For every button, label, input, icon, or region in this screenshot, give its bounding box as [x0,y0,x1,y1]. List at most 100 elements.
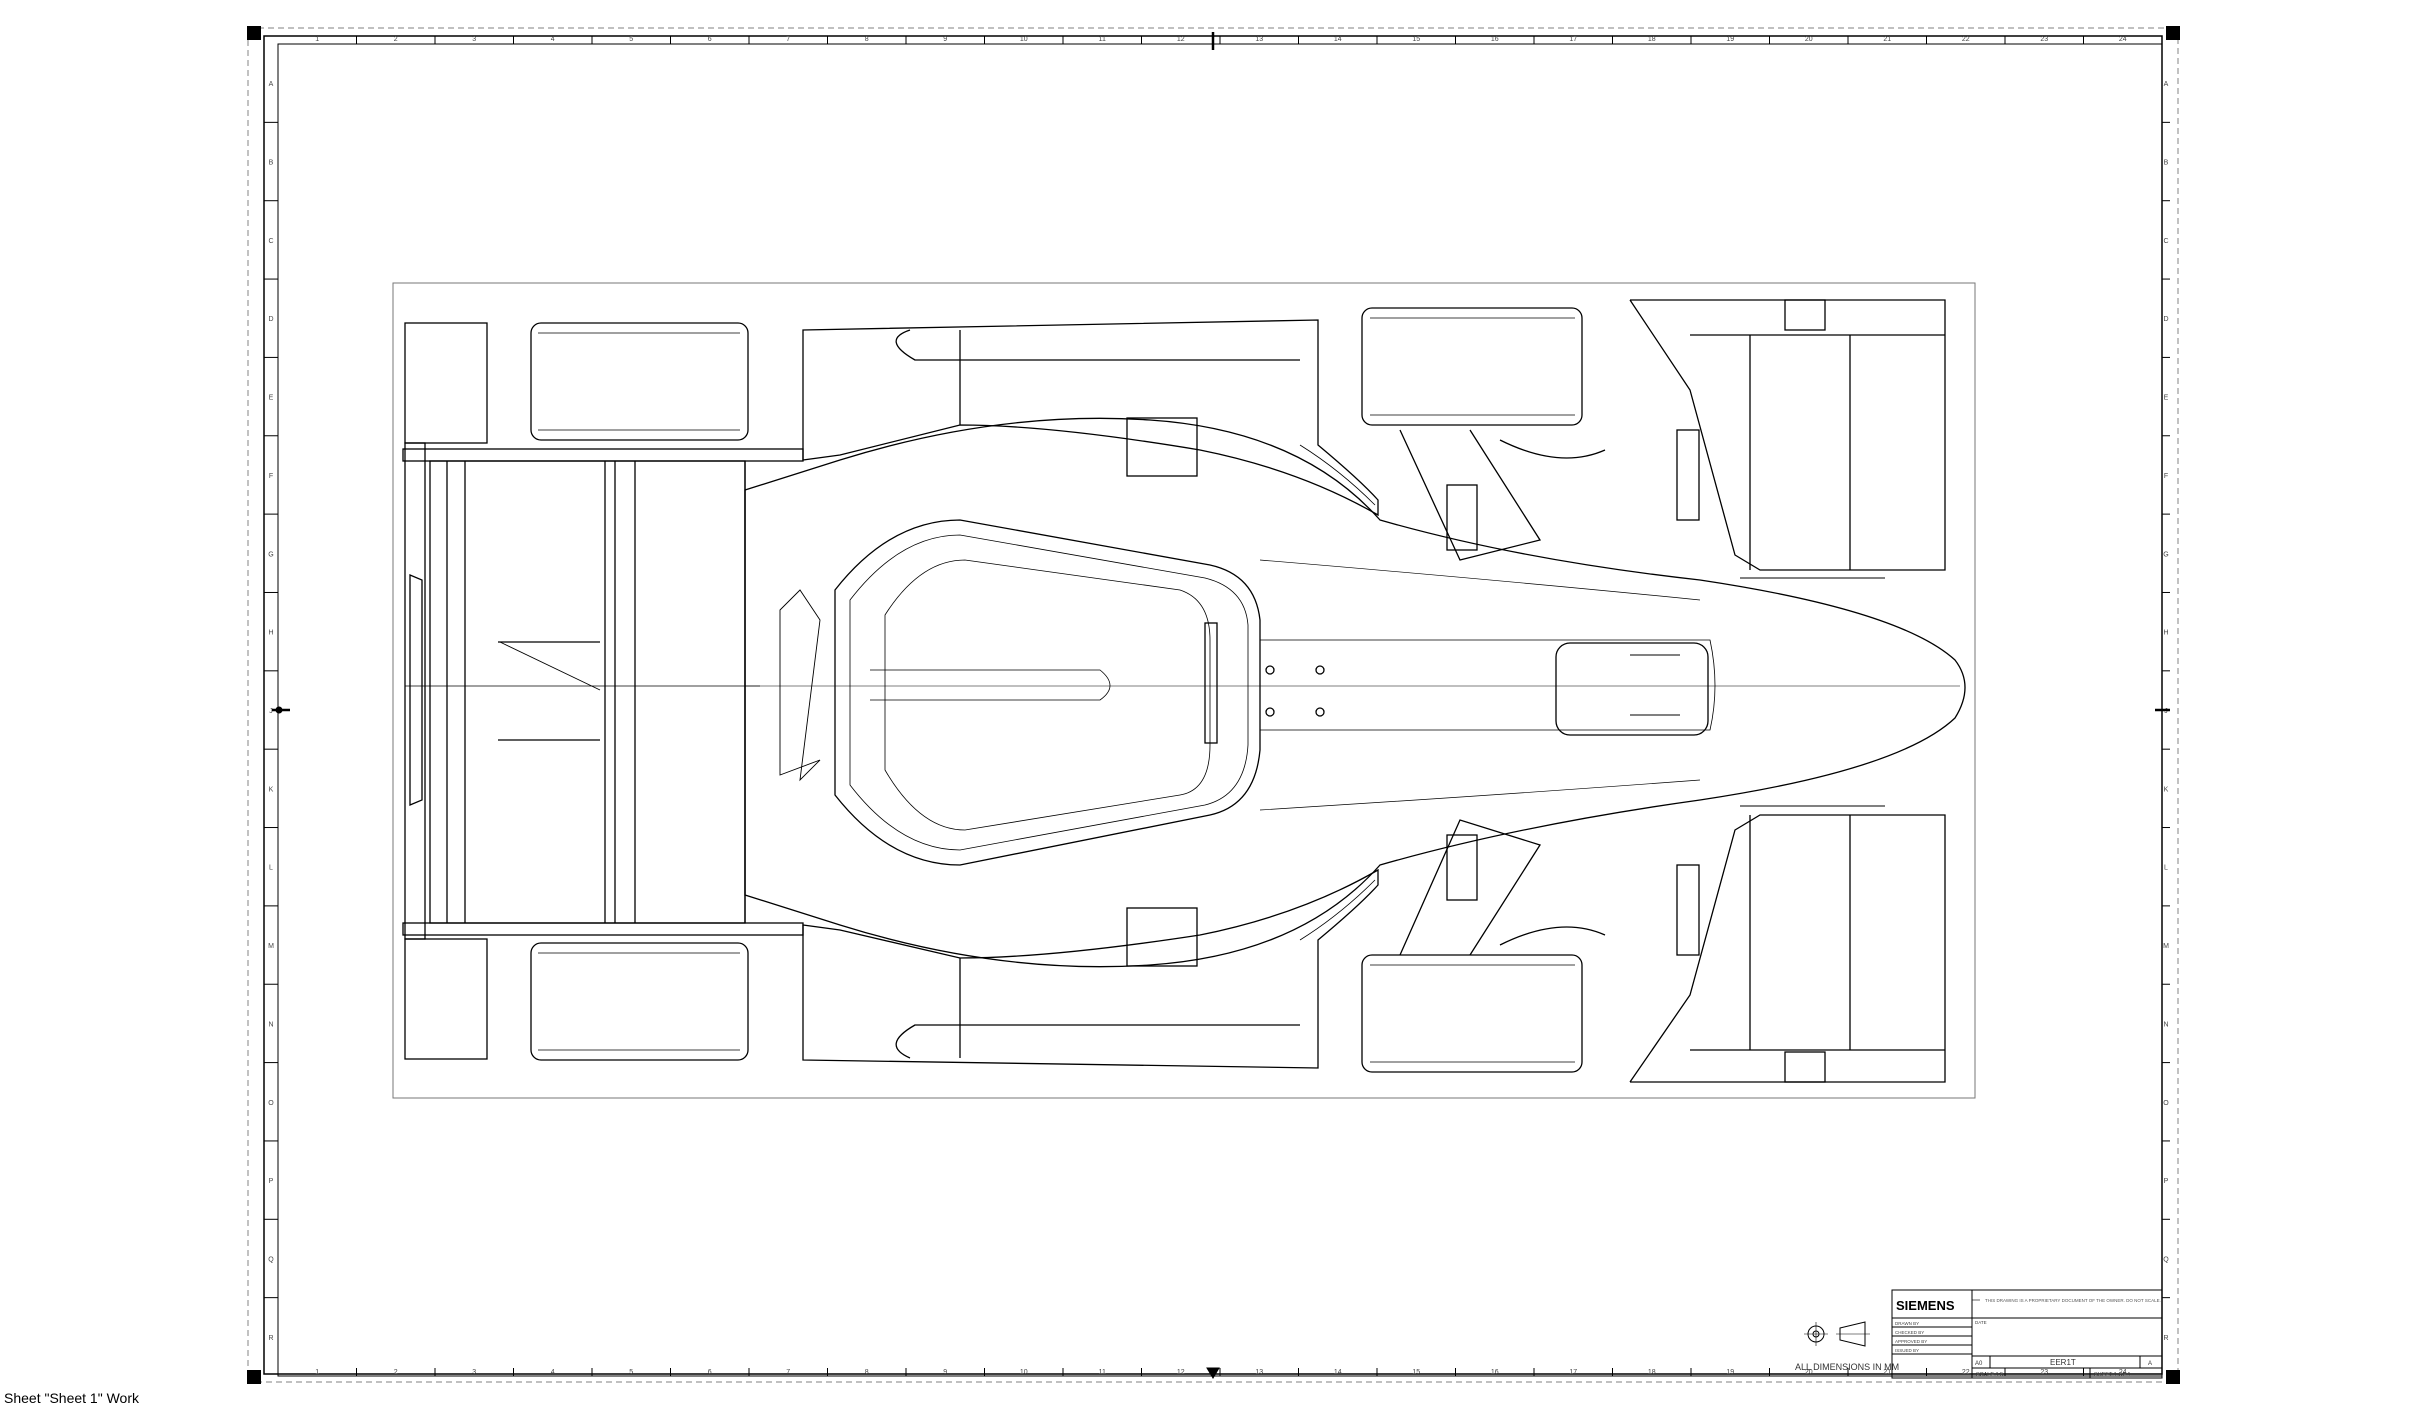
zone-column-label: 3 [472,1369,476,1376]
zone-row-label: P [269,1178,274,1185]
zone-row-label: E [269,395,274,402]
zone-row-label: A [269,81,274,88]
zone-column-label: 23 [2040,36,2048,43]
zone-row-label: O [2163,1100,2169,1107]
zone-column-label: 22 [1962,1369,1970,1376]
view-frame[interactable] [392,282,1976,1099]
zone-labels: 1122334455667788991010111112121313141415… [268,36,2169,1376]
title-block-sheet: SHEET 1 OF 1 [2094,1372,2131,1378]
zone-row-label: C [2163,238,2168,245]
zone-column-label: 3 [472,36,476,43]
zone-row-label: L [269,865,273,872]
zone-column-label: 7 [786,1369,790,1376]
title-block-scale: SCALE 1:5 [1976,1372,2003,1378]
zone-column-label: 4 [551,1369,555,1376]
projection-symbol-icon [1804,1321,1870,1347]
zone-column-label: 15 [1412,36,1420,43]
title-block-notice: THIS DRAWING IS A PROPRIETARY DOCUMENT O… [1985,1298,2161,1303]
zone-column-label: 22 [1962,36,1970,43]
zone-column-label: 7 [786,36,790,43]
zone-column-label: 18 [1648,36,1656,43]
zone-row-label: H [2163,630,2168,637]
zone-column-label: 20 [1805,36,1813,43]
zone-column-label: 12 [1177,36,1185,43]
zone-column-label: 5 [629,1369,633,1376]
zone-row-label: B [2164,160,2169,167]
zone-row-label: J [269,708,273,715]
title-block-label-date: DATE [1975,1320,1987,1325]
zone-row-label: M [268,943,274,950]
zone-row-label: K [269,786,274,793]
zone-column-label: 8 [865,1369,869,1376]
zone-row-label: K [2164,786,2169,793]
front-wing [1629,299,1946,1083]
zone-column-label: 21 [1883,36,1891,43]
zone-column-label: 20 [1805,1369,1813,1376]
rear-wing [402,322,804,1060]
zone-row-label: R [268,1335,273,1342]
zone-column-label: 17 [1569,1369,1577,1376]
status-bar: Sheet "Sheet 1" Work [4,1390,139,1406]
zone-column-label: 9 [943,1369,947,1376]
zone-row-label: A [2164,81,2169,88]
zone-row-label: B [269,160,274,167]
car-top-view[interactable] [402,299,1966,1083]
zone-column-label: 9 [943,36,947,43]
zone-column-label: 4 [551,36,555,43]
title-block[interactable]: SIEMENS THIS DRAWING IS A PROPRIETARY DO… [1891,1289,2163,1379]
zone-column-label: 13 [1255,36,1263,43]
zone-row-label: C [268,238,273,245]
zone-row-label: E [2164,395,2169,402]
zone-row-label: Q [2163,1256,2169,1263]
corner-marks [247,26,2180,1384]
zone-column-label: 15 [1412,1369,1420,1376]
zone-column-label: 24 [2119,1369,2127,1376]
zone-column-label: 23 [2040,1369,2048,1376]
title-block-label-approved: APPROVED BY [1895,1339,1927,1344]
outer-sheet-frame [247,27,2179,1383]
zone-column-label: 18 [1648,1369,1656,1376]
zone-row-label: M [2163,943,2169,950]
title-block-size: A0 [1975,1361,1983,1367]
zone-column-label: 11 [1099,36,1106,43]
zone-column-label: 2 [394,36,398,43]
zone-row-label: H [268,630,273,637]
rear-tyres [530,322,749,1061]
front-suspension [1399,429,1606,956]
zone-column-label: 10 [1020,1369,1028,1376]
zone-ticks [264,36,2170,1376]
zone-row-label: F [269,473,273,480]
dimension-note: ALL DIMENSIONS IN MM [1795,1362,1899,1372]
zone-column-label: 16 [1491,36,1499,43]
zone-row-label: J [2164,708,2168,715]
zone-column-label: 14 [1334,1369,1342,1376]
title-block-title: EER1T [2050,1358,2076,1367]
zone-column-label: 8 [865,36,869,43]
zone-column-label: 24 [2119,36,2127,43]
zone-column-label: 19 [1726,36,1734,43]
zone-column-label: 11 [1099,1369,1106,1376]
center-markers [272,32,2170,1379]
chassis [744,417,1966,968]
title-block-label-checked: CHECKED BY [1895,1330,1924,1335]
title-block-label-issued: ISSUED BY [1895,1348,1919,1353]
zone-column-label: 2 [394,1369,398,1376]
title-block-logo: SIEMENS [1896,1298,1955,1313]
zone-column-label: 14 [1334,36,1342,43]
title-block-label-drawn: DRAWN BY [1895,1321,1919,1326]
zone-row-label: D [2163,316,2168,323]
zone-column-label: 6 [708,1369,712,1376]
sidepods [802,319,1379,1069]
zone-column-label: 12 [1177,1369,1185,1376]
zone-column-label: 13 [1255,1369,1263,1376]
zone-column-label: 5 [629,36,633,43]
zone-row-label: F [2164,473,2168,480]
zone-column-label: 16 [1491,1369,1499,1376]
zone-column-label: 19 [1726,1369,1734,1376]
zone-column-label: 1 [315,36,319,43]
zone-column-label: 1 [315,1369,319,1376]
zone-row-label: Q [268,1256,274,1263]
zone-row-label: G [2163,551,2168,558]
zone-row-label: N [268,1021,273,1028]
